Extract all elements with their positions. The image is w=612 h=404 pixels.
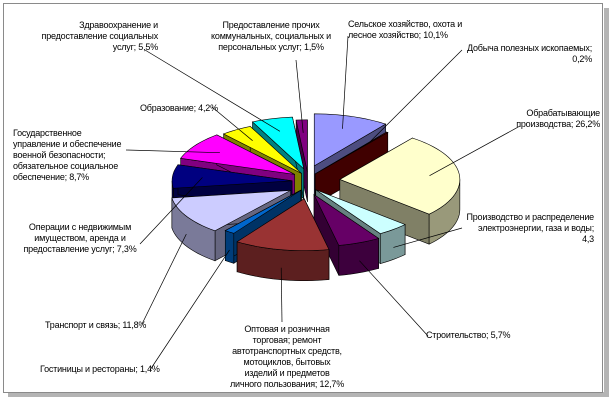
slice-label-utilities: Производство и распределение электроэнер…	[466, 212, 594, 244]
slice-label-agriculture: Сельское хозяйство, охота и лесное хозяй…	[348, 19, 463, 40]
leader-line	[139, 177, 203, 245]
leader-line	[149, 249, 230, 371]
slice-label-transport: Транспорт и связь; 11,8%	[45, 320, 147, 330]
slice-label-public-admin: Государственное управление и обеспечение…	[13, 128, 122, 182]
slice-label-other-services: Предоставление прочих коммунальных, соци…	[211, 20, 331, 52]
leader-line	[141, 233, 187, 325]
pie-slice	[313, 193, 380, 276]
leader-line	[280, 267, 283, 323]
slice-label-hotels: Гостиницы и рестораны; 1,4%	[40, 364, 160, 374]
pie-slice	[339, 137, 461, 245]
leader-line	[393, 227, 463, 248]
leader-line	[342, 35, 349, 129]
slice-label-construction: Строительство; 5,7%	[426, 330, 511, 340]
leader-line	[429, 125, 521, 177]
leader-line	[295, 59, 304, 133]
leader-line	[368, 49, 463, 143]
slice-label-real-estate: Операции с недвижимым имуществом, аренда…	[23, 222, 137, 254]
slice-label-health: Здравоохранение и предоставление социаль…	[41, 20, 159, 52]
leader-line	[144, 49, 281, 132]
leader-line	[359, 260, 429, 337]
slice-label-mining: Добыча полезных ископаемых; 0,2%	[466, 43, 592, 64]
leader-line	[211, 106, 253, 141]
pie-slice	[236, 198, 330, 281]
leader-line	[125, 149, 220, 154]
slice-label-education: Образование; 4,2%	[140, 103, 218, 113]
slice-label-trade: Оптовая и розничная торговая; ремонт авт…	[229, 324, 345, 389]
frame-shadow-bottom	[8, 392, 609, 397]
slice-label-manufacturing: Обрабатывающие производства; 26,2%	[516, 108, 600, 129]
frame-shadow-right	[604, 8, 609, 394]
